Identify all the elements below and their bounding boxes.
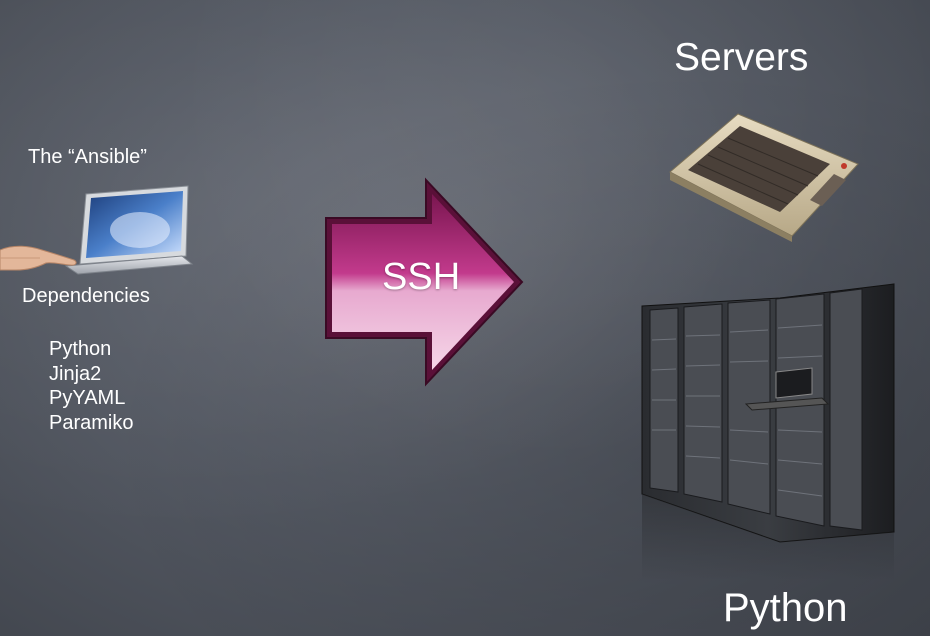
ssh-label: SSH [382,256,461,298]
dependency-item: Jinja2 [49,362,102,385]
servers-title: Servers [674,36,809,79]
laptop-icon [64,185,194,275]
hand-icon [0,245,77,271]
dependency-item: Paramiko [49,411,134,434]
arrow-icon [325,177,524,387]
server-rack-icon [641,283,895,580]
python-requirement-label: Python [723,586,848,630]
ansible-label: The “Ansible” [28,146,147,168]
dependency-list: Python Jinja2 PyYAML Paramiko [49,337,133,435]
dependencies-heading: Dependencies [22,285,150,307]
dependency-item: PyYAML [49,387,126,409]
dependency-item: Python [49,338,112,360]
keyboard-computer-icon [669,113,859,242]
